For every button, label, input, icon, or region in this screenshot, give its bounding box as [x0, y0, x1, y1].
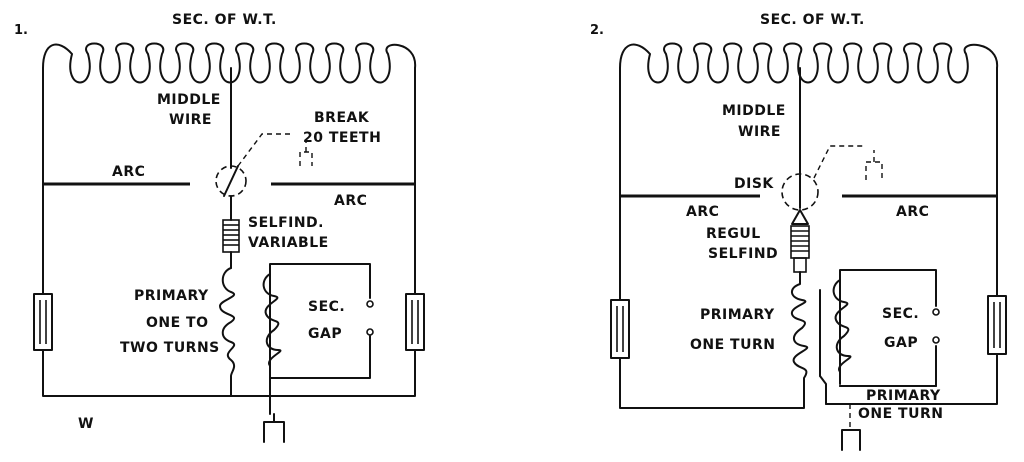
- regul-slider-2: [793, 257, 807, 273]
- secondary-circuit-2: [839, 269, 937, 387]
- arc-left-label-1: ARC: [112, 164, 145, 180]
- primary-coil-2: [791, 271, 808, 409]
- ground-1: [263, 413, 285, 443]
- sec-coil-1: [262, 273, 282, 367]
- selfind-coil-1: [222, 219, 240, 253]
- secondary-coil-2: [619, 42, 999, 84]
- regul-contact-2: [791, 209, 809, 225]
- primary-label-2a: PRIMARY: [700, 307, 775, 323]
- figure-2-number: 2.: [590, 23, 604, 38]
- disk-motor-2: [865, 150, 883, 180]
- primary-label-2b: ONE TURN: [690, 337, 775, 353]
- gap-label-2: GAP: [884, 335, 918, 351]
- break-motor-1: [299, 140, 313, 166]
- regul-coil-2: [790, 225, 810, 259]
- wire-label-1: WIRE: [169, 112, 212, 128]
- bottom-primary-label-2b: ONE TURN: [858, 406, 943, 422]
- primary-label-1c: TWO TURNS: [120, 340, 220, 356]
- break-drive-dashed-1: [237, 133, 290, 167]
- break-label-1: BREAK: [314, 110, 370, 126]
- gap-label-1: GAP: [308, 326, 342, 342]
- break-contact-1: [223, 165, 239, 197]
- figure-1: 1. SEC. OF W.T. MIDDLE WIRE BREAK 20 TEE…: [14, 12, 425, 443]
- middle-label-1: MIDDLE: [157, 92, 221, 108]
- outer-wire-1: [42, 67, 416, 397]
- spark-gap-bottom-1: [366, 328, 374, 336]
- w-label-1: W: [78, 416, 94, 432]
- bottom-primary-link-2: [819, 375, 827, 405]
- condenser-right-1: [405, 293, 425, 351]
- arc-left-label-2: ARC: [686, 204, 719, 220]
- secondary-circuit-1: [269, 263, 371, 379]
- disk-2: [781, 173, 819, 211]
- figure-1-number: 1.: [14, 23, 28, 38]
- figure-1-title: SEC. OF W.T.: [172, 12, 277, 28]
- sec-label-2: SEC.: [882, 306, 919, 322]
- selfind-label-2: SELFIND: [708, 246, 778, 262]
- primary-label-1b: ONE TO: [146, 315, 209, 331]
- figure-2: 2. SEC. OF W.T. MIDDLE WIRE DISK ARC ARC: [590, 12, 1007, 451]
- arc-right-label-1: ARC: [334, 193, 367, 209]
- ground-2: [841, 429, 861, 451]
- condenser-left-1: [33, 293, 53, 351]
- bottom-primary-label-2a: PRIMARY: [866, 388, 941, 404]
- spark-gap-bottom-2: [932, 336, 940, 344]
- variable-label-1: VARIABLE: [248, 235, 329, 251]
- condenser-left-2: [610, 299, 630, 359]
- wire-label-2: WIRE: [738, 124, 781, 140]
- spark-gap-top-2: [932, 308, 940, 316]
- arc-right-label-2: ARC: [896, 204, 929, 220]
- spark-gap-top-1: [366, 300, 374, 308]
- disk-label-2: DISK: [734, 176, 774, 192]
- sec-label-1: SEC.: [308, 299, 345, 315]
- disk-drive-dashed-2: [813, 145, 866, 179]
- sec-coil-2: [832, 279, 852, 373]
- regul-label-2: REGUL: [706, 226, 761, 242]
- secondary-coil-1: [42, 42, 417, 84]
- teeth-label-1: 20 TEETH: [303, 130, 381, 146]
- middle-label-2: MIDDLE: [722, 103, 786, 119]
- condenser-right-2: [987, 295, 1007, 355]
- figure-2-title: SEC. OF W.T.: [760, 12, 865, 28]
- outer-wire-2: [619, 67, 998, 409]
- primary-coil-1: [219, 267, 236, 397]
- selfind-label-1: SELFIND.: [248, 215, 324, 231]
- primary-label-1a: PRIMARY: [134, 288, 209, 304]
